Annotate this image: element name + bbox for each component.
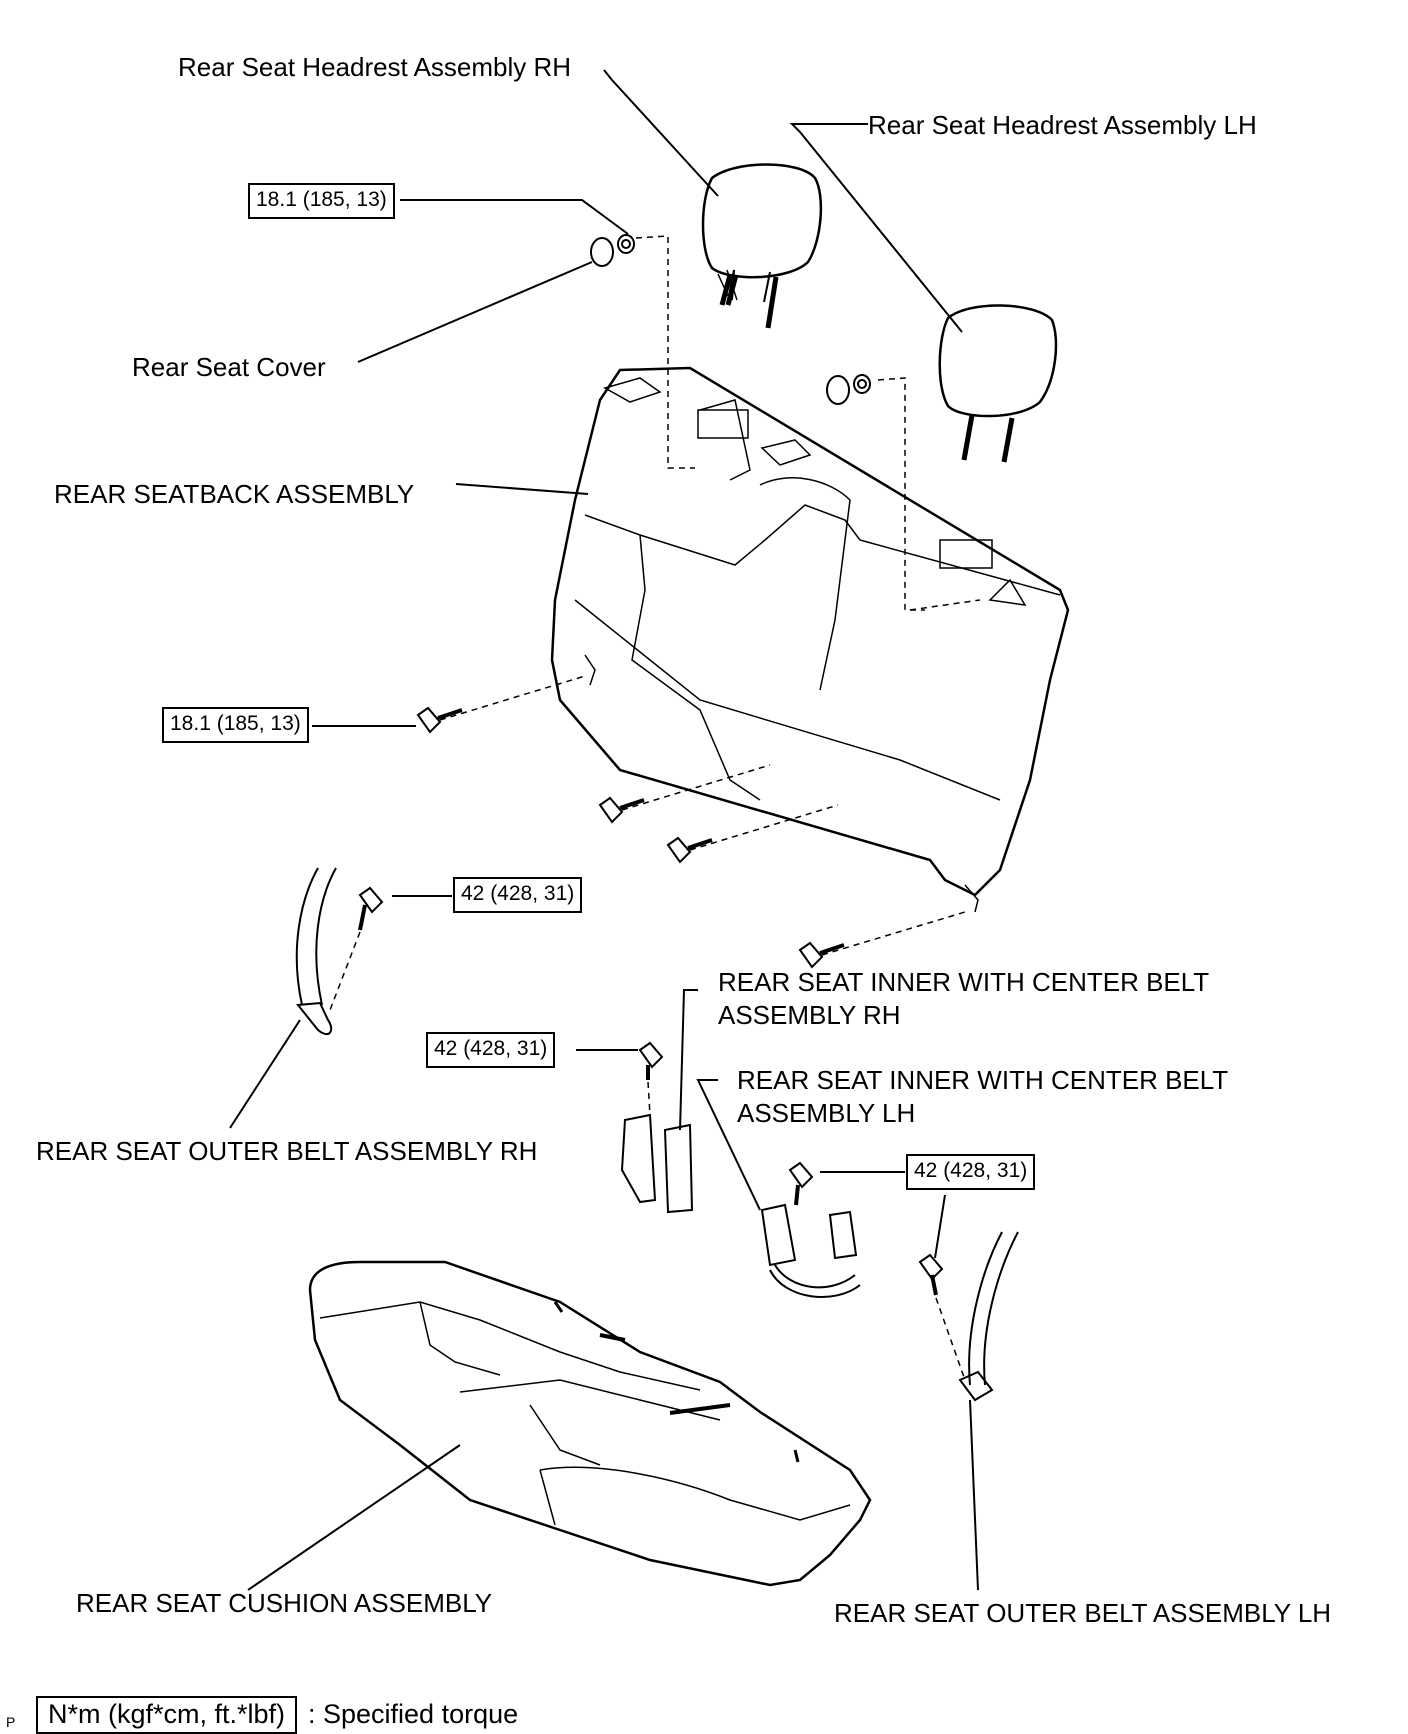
alignment-lines bbox=[635, 235, 981, 611]
leader-lines bbox=[229, 69, 979, 1591]
label-inner-belt-lh-1: REAR SEAT INNER WITH CENTER BELT bbox=[737, 1065, 1229, 1095]
label-seat-cover: Rear Seat Cover bbox=[132, 352, 326, 382]
outer-belt-lh bbox=[918, 1231, 1019, 1402]
label-headrest-rh: Rear Seat Headrest Assembly RH bbox=[178, 52, 572, 82]
headrest-rh bbox=[701, 163, 823, 329]
inner-belt-rh bbox=[620, 1041, 694, 1214]
seatback-bolts bbox=[416, 675, 966, 969]
corner-mark: P bbox=[6, 1714, 16, 1730]
torque-inner-rh-bolt: 42 (428, 31) bbox=[426, 1032, 556, 1068]
label-seatback: REAR SEATBACK ASSEMBLY bbox=[54, 479, 415, 509]
label-outer-belt-lh: REAR SEAT OUTER BELT ASSEMBLY LH bbox=[834, 1598, 1332, 1628]
label-headrest-lh: Rear Seat Headrest Assembly LH bbox=[868, 110, 1257, 140]
label-inner-belt-lh-2: ASSEMBLY LH bbox=[737, 1098, 916, 1128]
rear-seat-cover-lh bbox=[826, 374, 871, 405]
legend-torque-box: N*m (kgf*cm, ft.*lbf) bbox=[36, 1696, 298, 1734]
legend-torque-text: : Specified torque bbox=[308, 1699, 519, 1729]
label-inner-belt-rh-1: REAR SEAT INNER WITH CENTER BELT bbox=[718, 967, 1210, 997]
headrest-lh bbox=[938, 304, 1058, 463]
inner-belt-lh bbox=[760, 1161, 861, 1298]
label-outer-belt-rh: REAR SEAT OUTER BELT ASSEMBLY RH bbox=[36, 1136, 538, 1166]
outer-belt-rh bbox=[295, 867, 384, 1036]
torque-seatback-bolt: 18.1 (185, 13) bbox=[162, 707, 309, 743]
rear-seatback bbox=[550, 366, 1070, 913]
torque-outer-rh-bolt: 42 (428, 31) bbox=[453, 877, 583, 913]
rear-seat-cushion bbox=[308, 1260, 872, 1587]
torque-headrest-nut: 18.1 (185, 13) bbox=[248, 183, 395, 219]
label-inner-belt-rh-2: ASSEMBLY RH bbox=[718, 1000, 901, 1030]
label-cushion: REAR SEAT CUSHION ASSEMBLY bbox=[76, 1588, 493, 1618]
torque-inner-lh-bolt: 42 (428, 31) bbox=[906, 1154, 1036, 1190]
rear-seat-cover-rh bbox=[590, 234, 635, 267]
